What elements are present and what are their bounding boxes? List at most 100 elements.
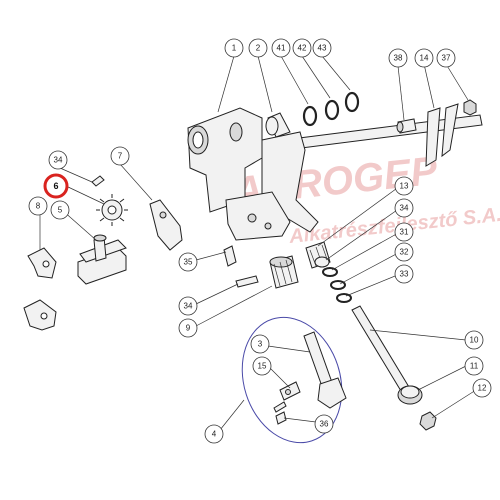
callout-3: 3 (250, 334, 270, 354)
latch-hole-a (42, 260, 50, 268)
nut-part-37 (463, 99, 477, 116)
callouts: 1 2 41 42 43 38 14 37 34 6 7 8 5 13 34 3… (28, 38, 492, 444)
latch-hole-b (40, 312, 48, 320)
latch-part-8-b (23, 299, 57, 331)
svg-text:13: 13 (400, 182, 409, 191)
callout-14: 14 (414, 48, 434, 68)
svg-text:15: 15 (258, 362, 267, 371)
callout-43: 43 (312, 38, 332, 58)
callout-1: 1 (224, 38, 244, 58)
svg-text:35: 35 (184, 258, 193, 267)
washer-part-32 (330, 280, 346, 290)
gear-stack-part-5 (77, 234, 127, 285)
callout-38: 38 (388, 48, 408, 68)
bracket-hole (285, 389, 291, 395)
callout-34-top: 34 (48, 150, 68, 170)
key-part-34 (91, 175, 105, 187)
callout-11: 11 (464, 356, 484, 376)
callout-35: 35 (178, 252, 198, 272)
callout-9: 9 (178, 318, 198, 338)
svg-text:11: 11 (470, 362, 479, 371)
callout-34-lower: 34 (178, 296, 198, 316)
lever-part-14-a (425, 107, 441, 167)
svg-text:1: 1 (232, 44, 237, 53)
svg-text:34: 34 (54, 156, 63, 165)
gear-part-11 (397, 385, 423, 405)
nut-part-12 (419, 411, 437, 431)
lever-part-14-b (441, 103, 459, 158)
housing-hole (247, 213, 257, 223)
svg-text:7: 7 (118, 152, 123, 161)
callout-10: 10 (464, 330, 484, 350)
ring-part-42 (324, 99, 340, 121)
callout-12: 12 (472, 378, 492, 398)
svg-text:37: 37 (442, 54, 451, 63)
sub-assembly-outline (241, 316, 343, 444)
arm-gear-segment (317, 377, 347, 409)
svg-text:34: 34 (184, 302, 193, 311)
svg-text:4: 4 (212, 430, 217, 439)
sprocket-part-6 (96, 194, 128, 226)
svg-text:6: 6 (53, 181, 58, 191)
callout-15: 15 (252, 356, 272, 376)
center-lower-parts (223, 245, 299, 289)
svg-text:8: 8 (36, 202, 41, 211)
ring-part-43 (344, 91, 360, 113)
sub-assembly-part-4 (241, 316, 347, 444)
svg-text:3: 3 (258, 340, 263, 349)
key-part-34-lower (235, 275, 259, 288)
ring-part-41 (302, 105, 318, 127)
left-parts (23, 175, 183, 331)
svg-text:5: 5 (58, 206, 63, 215)
cam-part-7 (149, 199, 183, 251)
svg-text:36: 36 (320, 420, 329, 429)
shaft-end-parts (396, 99, 477, 167)
housing-hole-2 (264, 222, 272, 230)
callout-2: 2 (248, 38, 268, 58)
svg-text:9: 9 (186, 324, 191, 333)
pin-part-36 (275, 411, 287, 425)
callout-37: 37 (436, 48, 456, 68)
svg-text:42: 42 (298, 44, 307, 53)
callout-7: 7 (110, 146, 130, 166)
washer-part-34-right (314, 256, 330, 268)
callout-33: 33 (394, 264, 414, 284)
collar-and-rings (265, 91, 360, 138)
cam-hole (159, 211, 167, 219)
svg-text:31: 31 (400, 228, 409, 237)
callout-32: 32 (394, 242, 414, 262)
housing-part-1 (187, 107, 319, 241)
svg-text:32: 32 (400, 248, 409, 257)
collar-face (265, 116, 279, 136)
pin-end (396, 121, 404, 133)
svg-text:14: 14 (420, 54, 429, 63)
svg-text:43: 43 (318, 44, 327, 53)
callout-34-right: 34 (394, 198, 414, 218)
housing-lower-block (225, 191, 291, 241)
gear-part-9 (269, 255, 299, 289)
latch-part-8-a (27, 247, 57, 279)
callout-31: 31 (394, 222, 414, 242)
washer-part-33 (336, 293, 352, 303)
bracket-clip (273, 401, 287, 413)
callout-6-highlighted: 6 (43, 173, 69, 199)
svg-text:41: 41 (277, 44, 286, 53)
svg-text:33: 33 (400, 270, 409, 279)
svg-text:12: 12 (478, 384, 487, 393)
housing-bore-inner (192, 131, 204, 149)
svg-text:10: 10 (470, 336, 479, 345)
callout-13: 13 (394, 176, 414, 196)
svg-text:38: 38 (394, 54, 403, 63)
callout-5: 5 (50, 200, 70, 220)
shaft-part-10 (351, 305, 413, 397)
leader-lines (39, 55, 477, 431)
watermark-subtitle: Alkatrészfejlesztő S.A. (287, 204, 500, 248)
callout-42: 42 (292, 38, 312, 58)
washer-part-31 (322, 267, 338, 277)
pin-part-35 (223, 245, 237, 267)
callout-4: 4 (204, 424, 224, 444)
svg-text:34: 34 (400, 204, 409, 213)
svg-text:2: 2 (256, 44, 261, 53)
callout-8: 8 (28, 196, 48, 216)
